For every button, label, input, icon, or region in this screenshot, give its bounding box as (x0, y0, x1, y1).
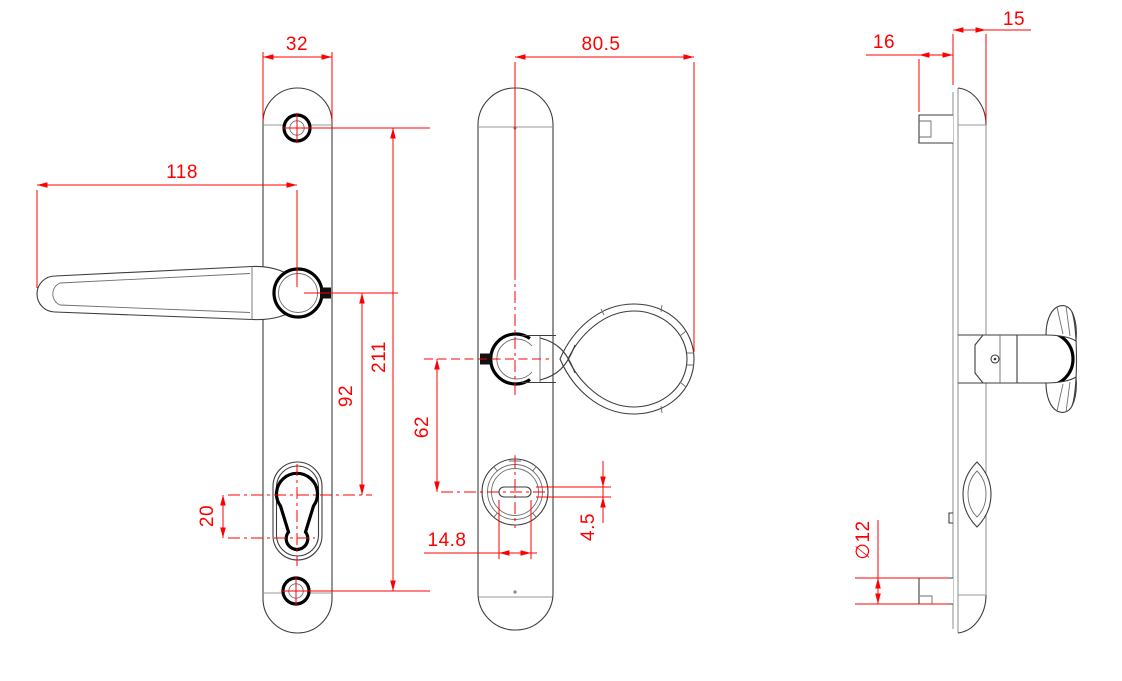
knob-neck-heavy-arc (1045, 330, 1075, 388)
boss-pin-dot (993, 357, 997, 361)
dim-barrel-diameter-label: ∅12 (853, 520, 874, 559)
lever-handle-outline (36, 265, 298, 321)
boss-pin (990, 354, 1000, 364)
front-view-lever-dimensions: 32 118 211 92 20 (36, 34, 430, 606)
lever-grip-lines (52, 273, 251, 313)
dim-slot-width-label: 14.8 (428, 530, 467, 551)
dim-plate-width-label: 32 (286, 34, 308, 55)
thumbturn-side-inner (967, 470, 987, 518)
side-view (918, 87, 1078, 634)
dim-lever-length-label: 118 (166, 162, 198, 183)
side-view-dimensions: 16 15 ∅12 (853, 9, 1031, 605)
pull-loop-outer (559, 303, 695, 415)
plate-top-arc (957, 87, 987, 126)
dim-plate-projection-label: 15 (1003, 9, 1025, 30)
dim-slot-height-label: 4.5 (578, 513, 599, 541)
rear-barrel (918, 577, 953, 605)
dim-rear-lug-depth-label: 16 (873, 32, 895, 53)
dim-cylinder-centres-label: 20 (197, 505, 218, 527)
dim-fixing-centres-label: 211 (369, 341, 390, 373)
knob-bottom-wing (1045, 376, 1077, 413)
thumbturn-side-outer (962, 461, 992, 528)
knob-neck-flare-curves (539, 337, 576, 381)
rear-lug-top-notch (919, 120, 932, 138)
turn-escutcheon-notches (493, 466, 537, 518)
dim-handle-to-cylinder-label: 92 (336, 385, 357, 407)
knob-outer-silhouette (1071, 311, 1078, 407)
dim-knob-projection-label: 80.5 (582, 34, 621, 55)
pull-loop-inner (567, 310, 688, 408)
knob-bottom-wing-lines (1056, 381, 1071, 413)
plate-bottom-arc (957, 594, 987, 634)
rear-barrel-notch (920, 595, 933, 604)
dim-handle-to-turn-label: 62 (412, 416, 433, 438)
rear-clip-small (948, 512, 953, 524)
knob-top-wing-lines (1056, 305, 1071, 337)
rear-lug-top (918, 114, 953, 144)
pull-loop-segment-ticks (600, 304, 694, 414)
knob-top-wing (1045, 305, 1077, 342)
bottom-fixing-mark (513, 590, 517, 594)
front-view-knob-dimensions: 80.5 62 14.8 4.5 (412, 34, 695, 559)
